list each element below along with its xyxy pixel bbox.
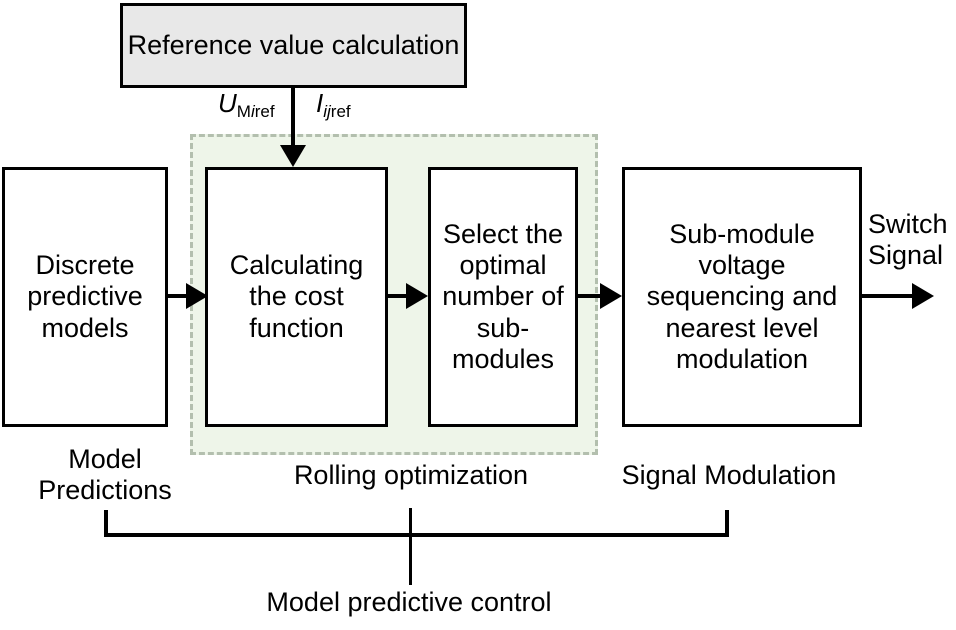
connector-modulation-to-output [862, 294, 920, 298]
arrowhead-cost-to-select [406, 283, 428, 309]
signal-label-i-ijref: Iijref [316, 88, 351, 121]
label-model-predictions: Model Predictions [38, 444, 172, 506]
arrowhead-switch-signal-output [912, 283, 934, 309]
bracket-right-tick [725, 510, 729, 537]
bracket-horizontal [104, 533, 729, 537]
connector-models-to-cost [168, 294, 194, 298]
label-rolling-optimization: Rolling optimization [293, 460, 529, 490]
connector-cost-to-select [388, 294, 414, 298]
signal-label-u-miref: UMiref [218, 88, 275, 121]
connector-select-to-modulation [578, 294, 608, 298]
bracket-left-tick [104, 510, 108, 537]
label-model-predictive-control: Model predictive control [266, 587, 552, 617]
block-reference-value-calculation[interactable]: Reference value calculation [120, 3, 467, 88]
block-calculating-cost-function[interactable]: Calculating the cost function [205, 167, 388, 427]
block-select-optimal-submodules[interactable]: Select the optimal number of sub- module… [428, 167, 578, 427]
arrowhead-models-to-cost [186, 283, 208, 309]
bracket-center-stem [409, 508, 412, 585]
arrowhead-select-to-modulation [600, 283, 622, 309]
block-discrete-predictive-models[interactable]: Discrete predictive models [2, 167, 168, 427]
block-submodule-voltage-sequencing-modulation[interactable]: Sub-module voltage sequencing and neares… [622, 167, 862, 427]
label-switch-signal: Switch Signal [868, 209, 948, 271]
label-signal-modulation: Signal Modulation [621, 460, 837, 490]
arrowhead-down-into-cost-function [280, 145, 306, 167]
connector-reference-to-cost [291, 88, 295, 147]
